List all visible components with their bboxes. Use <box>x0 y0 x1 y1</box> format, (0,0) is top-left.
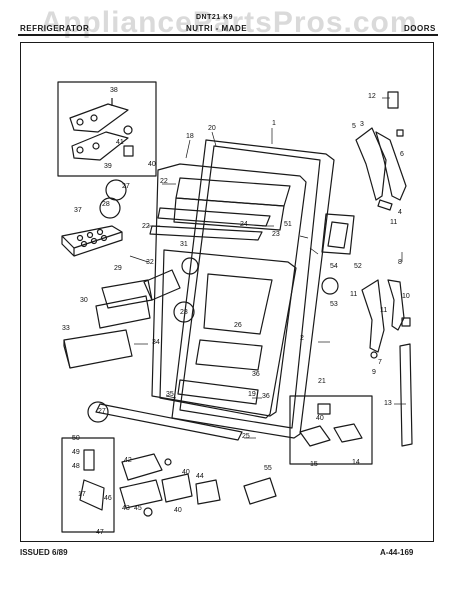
header-model-label: REFRIGERATOR <box>20 24 90 33</box>
part-callout-51: 51 <box>284 221 292 228</box>
door-liner-outline <box>151 163 307 417</box>
callout-labels: 1234567891011111112131415171819202122222… <box>62 87 410 536</box>
part-callout-24: 24 <box>240 221 248 228</box>
part-callout-40: 40 <box>148 161 156 168</box>
part-callout-1: 1 <box>272 120 276 127</box>
footer-issued: ISSUED 6/89 <box>20 548 68 557</box>
part-callout-45: 45 <box>134 505 142 512</box>
trim-strip-drawing <box>95 403 243 441</box>
cover-55-drawing <box>243 477 277 505</box>
part-callout-22: 22 <box>142 223 150 230</box>
part-callout-2: 2 <box>300 335 304 342</box>
part-callout-28: 28 <box>180 309 188 316</box>
part-callout-40: 40 <box>174 507 182 514</box>
detail-circle-53 <box>321 277 339 295</box>
part-callout-48: 48 <box>72 463 80 470</box>
part-callout-21: 21 <box>318 378 326 385</box>
part-callout-36: 36 <box>262 393 270 400</box>
part-callout-14: 14 <box>352 459 360 466</box>
part-callout-11: 11 <box>350 291 357 298</box>
part-callout-41: 41 <box>116 139 124 146</box>
part-callout-19: 19 <box>248 391 256 398</box>
part-callout-28: 28 <box>102 201 110 208</box>
part-callout-7: 7 <box>378 359 382 366</box>
detail-circle-27-lower <box>87 401 109 423</box>
upper-hinge-plate-drawing <box>69 98 134 161</box>
part-callout-40: 40 <box>182 469 190 476</box>
part-callout-40: 40 <box>316 415 324 422</box>
header-model-number: DNT21 K9 <box>196 14 234 21</box>
part-callout-35: 35 <box>166 391 174 398</box>
detail-circle-28-lower <box>173 301 195 323</box>
part-callout-39: 39 <box>104 163 112 170</box>
part-callout-50: 50 <box>72 435 80 442</box>
part-callout-29: 29 <box>114 265 122 272</box>
part-callout-26: 26 <box>234 322 242 329</box>
part-callout-44: 44 <box>196 473 204 480</box>
part-callout-20: 20 <box>208 125 216 132</box>
header-section-name: NUTRI - MADE <box>186 24 248 33</box>
part-callout-22: 22 <box>160 178 168 185</box>
detail-circle-31 <box>181 257 199 275</box>
part-callout-17: 17 <box>78 491 86 498</box>
part-callout-55: 55 <box>264 465 272 472</box>
dairy-door-drawing <box>143 269 181 301</box>
part-callout-27: 27 <box>122 183 130 190</box>
handle-panel-drawing <box>321 213 355 255</box>
part-callout-25: 25 <box>242 433 250 440</box>
part-callout-52: 52 <box>354 263 362 270</box>
part-callout-54: 54 <box>330 263 338 270</box>
part-callout-33: 33 <box>62 325 70 332</box>
part-callout-31: 31 <box>180 241 188 248</box>
part-callout-15: 15 <box>310 461 318 468</box>
detail-circle-28-upper <box>99 197 121 219</box>
part-callout-5: 5 <box>352 123 356 130</box>
door-lower-bin <box>195 339 263 371</box>
hinge-strip-drawing <box>399 343 413 447</box>
part-callout-23: 23 <box>272 231 280 238</box>
watermark: AppliancePartsPros.com <box>40 6 418 39</box>
part-callout-49: 49 <box>72 449 80 456</box>
part-callout-37: 37 <box>74 207 82 214</box>
bottom-hinge-drawing <box>119 453 221 517</box>
header-page-title: DOORS <box>404 24 436 33</box>
part-callout-12: 12 <box>368 93 376 100</box>
middle-hinge-bracket-drawing <box>361 279 411 359</box>
part-callout-38: 38 <box>110 87 118 94</box>
part-callout-46: 46 <box>104 495 112 502</box>
part-callout-6: 6 <box>400 151 404 158</box>
part-callout-53: 53 <box>330 301 338 308</box>
part-callout-47: 47 <box>96 529 104 536</box>
top-hinge-bracket-drawing <box>355 91 407 211</box>
part-callout-18: 18 <box>186 133 194 140</box>
part-callout-9: 9 <box>372 369 376 376</box>
part-callout-11: 11 <box>380 307 387 314</box>
door-center-panel <box>203 273 273 335</box>
part-callout-30: 30 <box>80 297 88 304</box>
part-callout-32: 32 <box>146 259 154 266</box>
part-callout-3: 3 <box>360 121 364 128</box>
part-callout-10: 10 <box>402 293 410 300</box>
hinge-inset-box <box>57 81 157 177</box>
part-callout-11: 11 <box>390 219 397 226</box>
part-callout-8: 8 <box>398 259 402 266</box>
part-callout-36: 36 <box>252 371 260 378</box>
footer-code: A-44-169 <box>380 548 414 557</box>
part-callout-43: 43 <box>122 505 130 512</box>
part-callout-27: 27 <box>98 408 106 415</box>
part-callout-4: 4 <box>398 209 402 216</box>
lower-left-inset-box <box>61 437 115 533</box>
lower-hinge-inset-box <box>289 395 373 465</box>
part-callout-34: 34 <box>152 339 160 346</box>
door-bin-drawing <box>63 329 133 369</box>
diagram-frame <box>20 42 434 542</box>
ice-tray-drawing <box>61 225 123 257</box>
part-callout-13: 13 <box>384 400 392 407</box>
header-rule <box>18 34 438 36</box>
part-callout-42: 42 <box>124 457 132 464</box>
